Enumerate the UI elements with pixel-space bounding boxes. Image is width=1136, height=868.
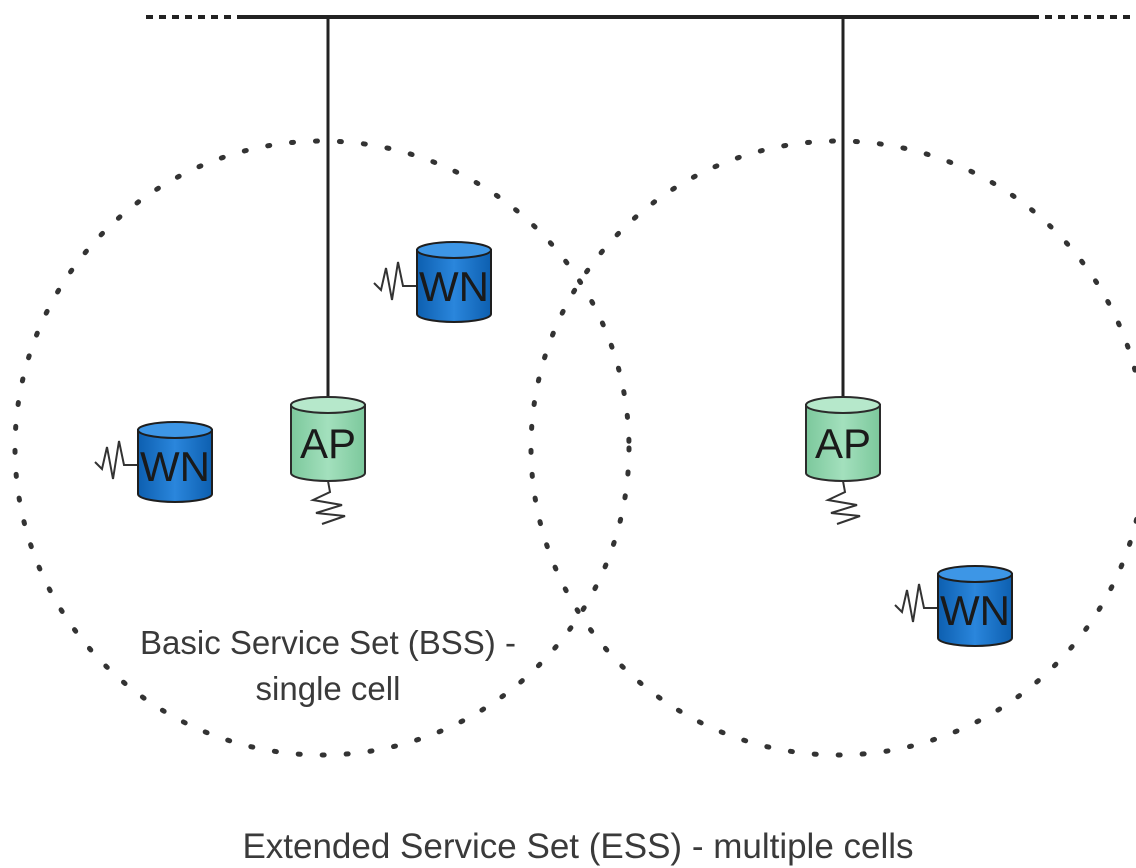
wireless-node-left: WN <box>94 421 213 503</box>
wireless-signal-icon <box>94 440 138 480</box>
ap-top <box>290 396 366 414</box>
wn-top <box>416 241 492 259</box>
wn-body <box>416 249 492 323</box>
bss-label-line1: Basic Service Set (BSS) - <box>140 624 516 661</box>
antenna-signal-icon <box>824 480 861 525</box>
ess-caption: Extended Service Set (ESS) - multiple ce… <box>242 827 913 866</box>
ap-label: AP <box>300 420 356 467</box>
wn-label: WN <box>419 263 489 310</box>
wn-top <box>137 421 213 439</box>
ap-label: AP <box>815 420 871 467</box>
access-point-left: AP <box>290 396 366 525</box>
backbone <box>146 15 1136 400</box>
wireless-signal-icon <box>373 261 417 301</box>
ap-top <box>805 396 881 414</box>
wn-body <box>137 429 213 503</box>
wn-top <box>937 565 1013 583</box>
wn-label: WN <box>940 587 1010 634</box>
wn-body <box>937 573 1013 647</box>
wireless-node-right: WN <box>894 565 1013 647</box>
wireless-node-top: WN <box>373 241 492 323</box>
ap-body <box>290 404 366 482</box>
bss-label-line2: single cell <box>256 670 401 707</box>
wireless-signal-icon <box>894 583 938 623</box>
wn-label: WN <box>140 443 210 490</box>
ap-body <box>805 404 881 482</box>
bss-cell-left <box>12 138 632 758</box>
bss-cell-right <box>528 138 1136 758</box>
access-point-right: AP <box>805 396 881 525</box>
antenna-signal-icon <box>309 480 346 525</box>
